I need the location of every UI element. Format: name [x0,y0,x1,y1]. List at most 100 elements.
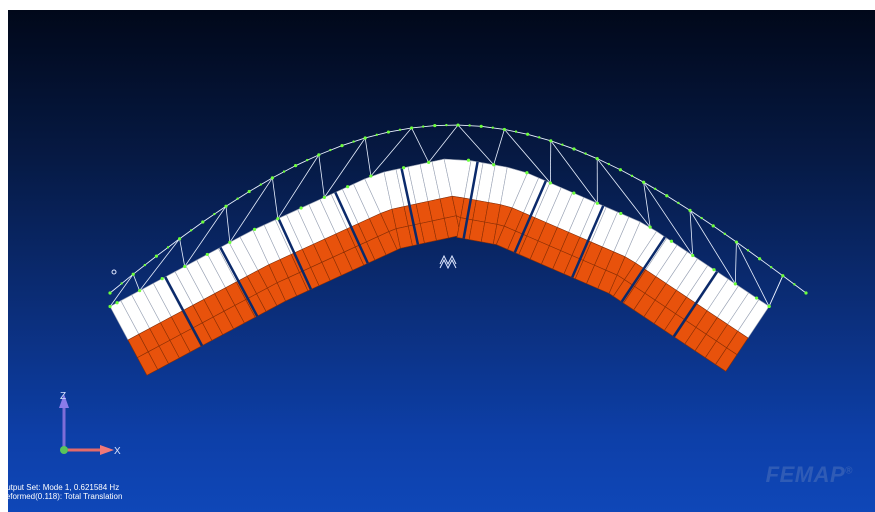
truss-diagonal [504,129,551,184]
truss-diagonal [411,127,429,163]
deformed-label: Deformed(0.118): Total Translation [0,492,123,501]
arch-node [445,123,448,127]
deck-node [572,191,576,195]
deck-node [108,304,112,309]
deck-node [466,158,471,162]
truss-diagonal [457,124,494,166]
segment-joint [400,167,420,245]
bridge-deck-mesh[interactable] [109,158,770,376]
model-viewport[interactable]: Z X FEMAP® [8,10,875,512]
arch-node [607,162,610,166]
deck-node [115,301,119,305]
view-center-marker-icon [439,254,457,270]
deck-node [138,289,142,293]
arch-node [491,126,494,129]
arch-node [154,254,158,258]
arch-node [270,176,274,180]
arch-node [630,174,634,178]
arch-node [131,272,135,276]
deck-node [733,282,737,286]
arch-node [166,246,170,249]
segment-joint [513,180,547,254]
deck-node [346,185,350,189]
arch-node [108,291,112,295]
deck-node [525,171,529,175]
deck-node [322,195,326,199]
arch-node [804,291,808,295]
arch-node [224,204,228,208]
truss-diagonal [643,181,694,256]
arch-node [665,194,669,198]
arch-node [201,220,205,224]
segment-joint [571,205,605,278]
arch-node [758,257,762,261]
deck-node [548,181,552,185]
segment-joint [620,236,667,303]
arch-node [375,133,378,136]
truss-diagonal [364,137,372,177]
arch-node [236,197,239,200]
arch-node [294,164,298,168]
arch-node [514,130,518,133]
femap-logo-text: FEMAP [765,462,846,487]
truss-diagonal [318,154,325,198]
truss-diagonal [132,274,140,291]
arch-node [677,201,680,205]
truss-diagonal [550,140,598,204]
arch-node [734,240,739,244]
truss-diagonal [689,210,694,256]
truss-diagonal [109,273,134,307]
arch-node [213,212,216,216]
truss-diagonal [596,158,651,228]
arch-node [433,123,437,128]
arch-node [386,130,390,134]
output-set-label: Output Set: Mode 1, 0.621584 Hz [0,483,120,492]
arch-node [143,263,146,267]
segment-joint [164,276,204,347]
deck-node [492,163,496,167]
deck-node [183,264,187,269]
arch-node [422,125,425,128]
truss-diagonal [689,210,736,285]
model-scene[interactable]: Z X [8,10,875,512]
deck-node [619,211,623,216]
arch-node [538,136,541,139]
arch-node [526,132,530,136]
arch-node [770,266,773,269]
arch-node [793,283,796,286]
deck-node [369,174,373,178]
arch-node [502,127,506,132]
arch-node [549,139,553,143]
deck-node [228,240,232,244]
arch-node [781,274,785,278]
arch-node [584,152,587,155]
truss-diagonal [324,137,366,198]
arch-node [120,282,123,285]
arch-node [688,208,692,212]
segment-joint [462,161,479,239]
arch-node [479,124,483,128]
deck-node [252,227,257,231]
truss-diagonal [184,206,227,267]
arch-node [247,189,251,194]
selection-marker-icon [111,269,117,275]
arch-nodes[interactable] [108,123,808,309]
arch-node [259,183,262,186]
truss-diagonal [736,241,770,307]
arch-node [306,158,309,162]
truss-diagonal [229,177,273,243]
arch-node [723,232,726,236]
arch-node [654,187,657,191]
segment-joint [672,270,719,338]
arch-node [340,143,344,148]
truss-diagonal [272,177,279,219]
arch-node [618,168,623,172]
deck-orange-element [715,347,738,372]
arch-node [456,123,460,127]
deck-node [299,206,303,210]
truss-diagonal [370,127,412,177]
truss-diagonal [643,182,651,228]
coordinate-triad-icon[interactable]: Z X [59,391,121,457]
arch-node [746,249,750,252]
